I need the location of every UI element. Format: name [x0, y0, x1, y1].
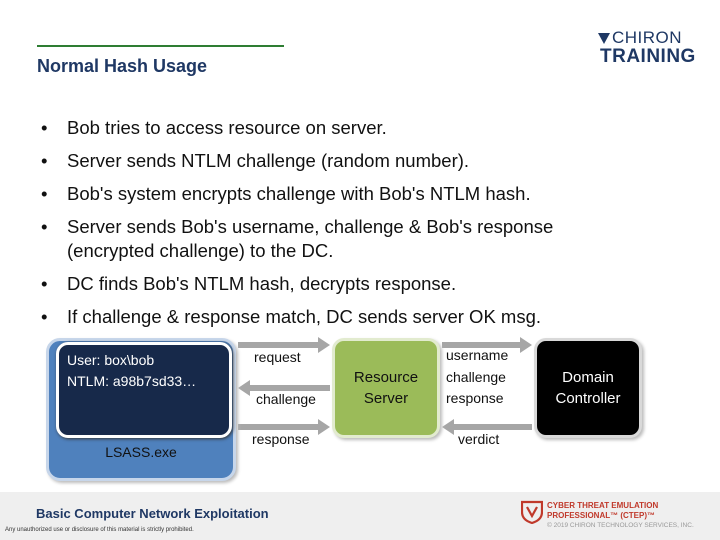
lsass-ntlm-text: NTLM: a98b7sd33…	[67, 373, 197, 389]
ctep-shield-icon	[521, 500, 543, 524]
chiron-training-logo: CHIRON TRAINING	[598, 28, 698, 68]
bullet-item: Bob tries to access resource on server.	[37, 116, 637, 140]
label-response-dc: response	[446, 390, 504, 406]
ctep-logo: CYBER THREAT EMULATION PROFESSIONAL™ (CT…	[521, 500, 711, 536]
bullet-item: Server sends Bob's username, challenge &…	[37, 215, 637, 263]
ctep-line2: PROFESSIONAL™ (CTEP)™	[547, 511, 656, 520]
copyright-text: © 2019 CHIRON TECHNOLOGY SERVICES, INC.	[547, 522, 694, 529]
credential-cache-box: User: box\bob NTLM: a98b7sd33…	[56, 342, 232, 438]
label-challenge-dc: challenge	[446, 369, 506, 385]
bullet-item: DC finds Bob's NTLM hash, decrypts respo…	[37, 272, 637, 296]
label-request: request	[254, 349, 301, 365]
label-username: username	[446, 347, 509, 363]
footer-bar	[0, 492, 720, 540]
logo-text-chiron: CHIRON	[612, 28, 683, 47]
resource-label-line2: Server	[363, 390, 409, 407]
dc-label-line2: Controller	[555, 390, 621, 407]
lsass-user-text: User: box\bob	[67, 352, 155, 368]
label-response: response	[252, 431, 310, 447]
footer-legal-note: Any unauthorized use or disclosure of th…	[5, 527, 194, 533]
label-verdict: verdict	[458, 431, 500, 447]
footer-course-title: Basic Computer Network Exploitation	[36, 506, 269, 521]
bullet-list: Bob tries to access resource on server. …	[37, 116, 637, 338]
label-challenge: challenge	[256, 391, 316, 407]
lsass-label: LSASS.exe	[105, 444, 177, 460]
slide-title: Normal Hash Usage	[37, 56, 208, 76]
dc-label-line1: Domain	[562, 369, 614, 386]
title-rule	[37, 45, 284, 47]
bullet-item: If challenge & response match, DC sends …	[37, 305, 637, 329]
ctep-line1: CYBER THREAT EMULATION	[547, 501, 659, 510]
logo-text-training: TRAINING	[600, 46, 696, 67]
resource-label-line1: Resource	[353, 369, 419, 386]
chiron-logo-icon	[598, 32, 610, 44]
bullet-item: Bob's system encrypts challenge with Bob…	[37, 182, 637, 206]
bullet-item: Server sends NTLM challenge (random numb…	[37, 149, 637, 173]
